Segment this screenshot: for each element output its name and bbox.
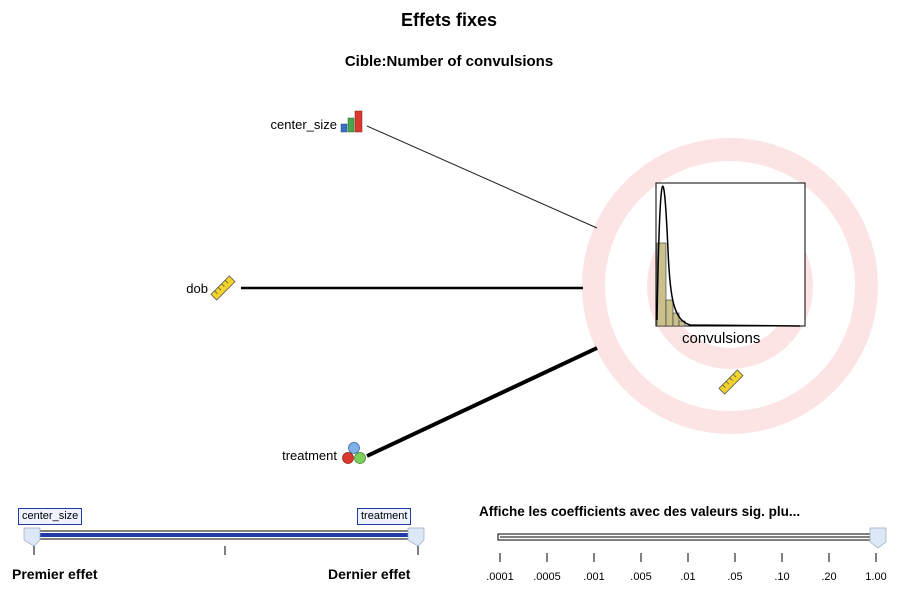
sig-tick-label: .20 (821, 571, 837, 583)
effect-slider-right-caption: Dernier effet (328, 566, 411, 582)
sig-ticks (499, 553, 877, 562)
ordinal-bar-icon (340, 110, 363, 133)
target-histogram (655, 182, 806, 327)
sig-tick-label: .05 (727, 571, 743, 583)
sig-slider-caption: Affiche les coefficients avec des valeur… (479, 504, 801, 519)
significance-slider[interactable] (497, 527, 887, 562)
effect-slider-right-tag[interactable]: treatment (357, 508, 412, 525)
nominal-circles-icon (342, 442, 366, 464)
effect-slider[interactable] (23, 527, 425, 555)
ruler-icon (210, 275, 236, 301)
page-subtitle: Cible:Number of convulsions (344, 53, 554, 70)
sig-tick-label: .001 (583, 571, 605, 583)
effect-slider-left-tag[interactable]: center_size (18, 508, 83, 525)
edge-treatment[interactable] (366, 346, 598, 458)
predictor-label-center-size[interactable]: center_size (270, 117, 337, 132)
target-label[interactable]: convulsions (682, 330, 761, 347)
sig-tick-label: .10 (774, 571, 790, 583)
sig-tick-label: .0005 (533, 571, 561, 583)
sig-tick-label: 1.00 (865, 571, 887, 583)
edge-center-size[interactable] (366, 125, 598, 229)
predictor-label-dob[interactable]: dob (186, 281, 208, 296)
page-title: Effets fixes (400, 10, 498, 30)
sig-tick-label: .0001 (486, 571, 514, 583)
ruler-icon (718, 369, 744, 395)
sig-tick-label: .01 (680, 571, 696, 583)
predictor-label-treatment[interactable]: treatment (282, 448, 337, 463)
effect-slider-left-caption: Premier effet (12, 566, 98, 582)
sig-tick-label: .005 (630, 571, 652, 583)
